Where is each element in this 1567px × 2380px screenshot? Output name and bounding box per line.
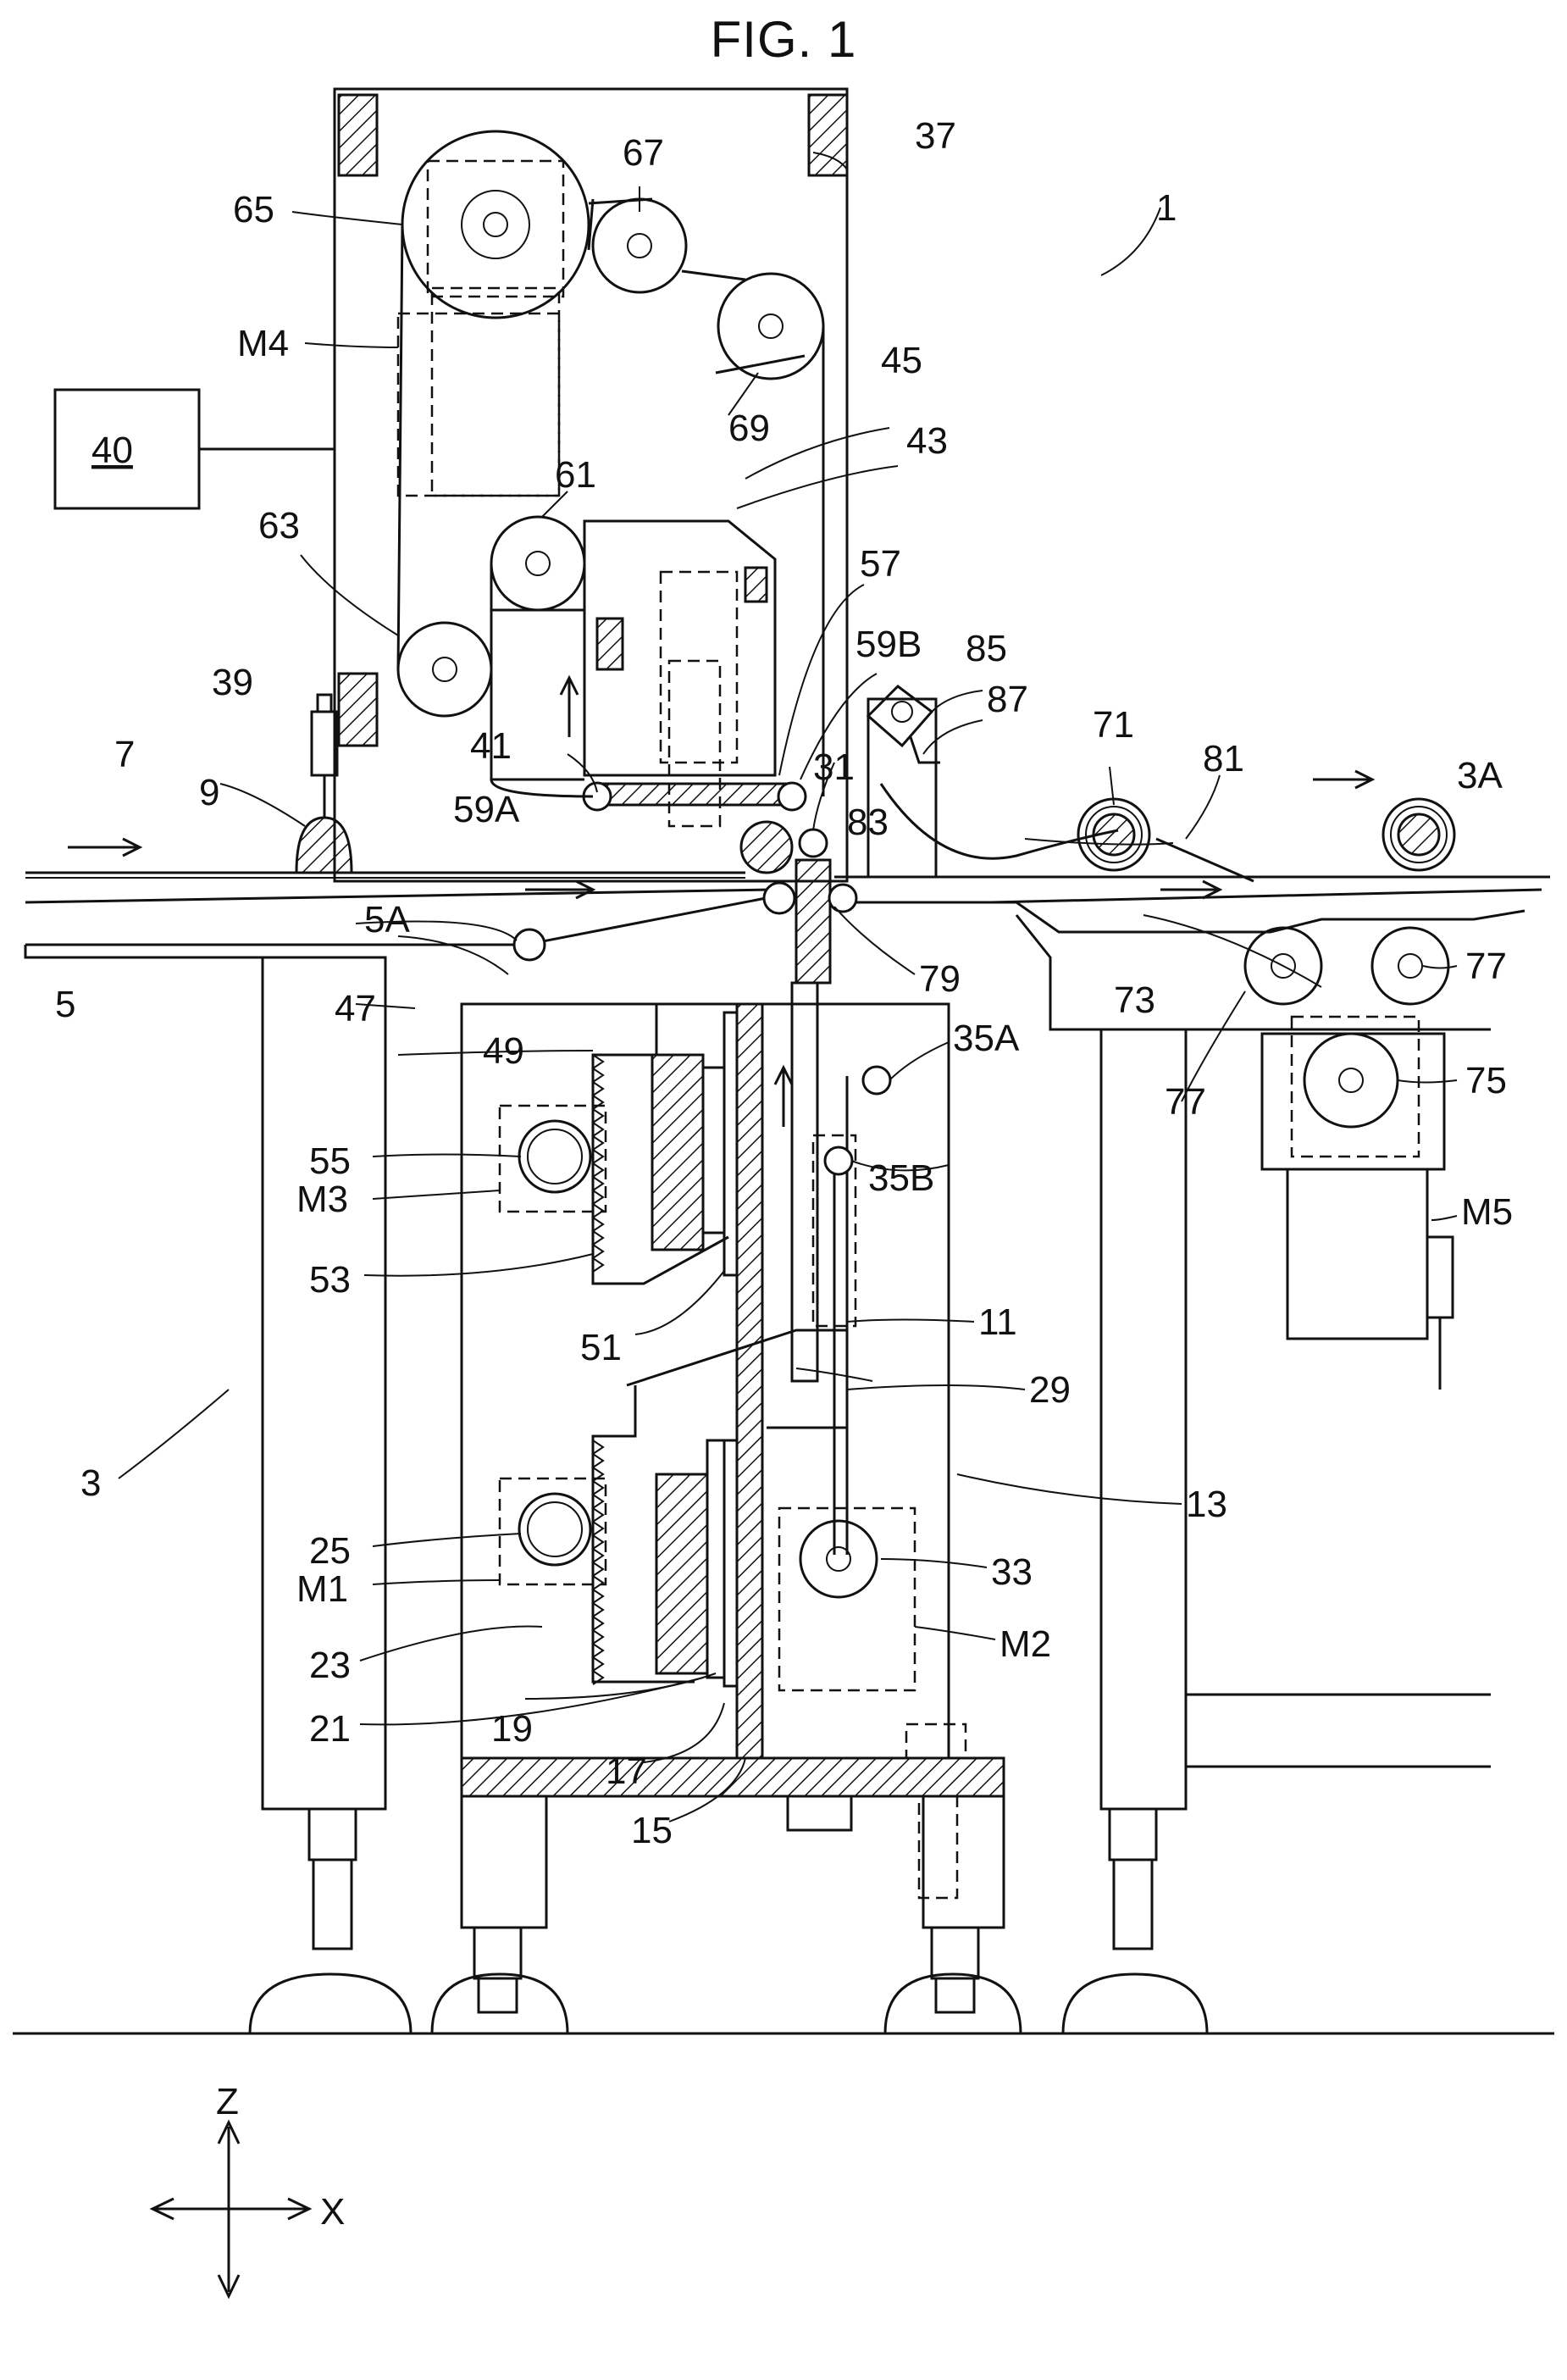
label-35a: 35A	[953, 1018, 1020, 1059]
label-41: 41	[470, 725, 512, 767]
label-15: 15	[631, 1810, 673, 1851]
label-81: 81	[1203, 738, 1244, 779]
label-67: 67	[623, 132, 664, 174]
label-71: 71	[1093, 704, 1134, 746]
label-m1: M1	[296, 1568, 348, 1610]
label-69: 69	[728, 408, 770, 449]
label-77a: 77	[1165, 1081, 1206, 1123]
label-m3: M3	[296, 1179, 348, 1220]
label-35b: 35B	[868, 1157, 934, 1199]
labels: 65 37 1 M4 67 69 45 43 61 40 63 57 59B 8…	[55, 115, 1513, 1851]
label-53: 53	[309, 1259, 351, 1301]
gear-55	[500, 1106, 606, 1212]
label-3a: 3A	[1457, 755, 1503, 796]
label-29: 29	[1029, 1369, 1071, 1411]
label-m5: M5	[1461, 1191, 1513, 1233]
label-57: 57	[860, 543, 901, 585]
feet	[250, 1809, 1207, 2033]
label-25: 25	[309, 1530, 351, 1572]
label-13: 13	[1186, 1484, 1227, 1525]
motor-m2	[779, 1508, 966, 1898]
axis-indicator: Z X	[152, 2081, 345, 2296]
label-7: 7	[114, 734, 135, 775]
label-83: 83	[847, 802, 889, 843]
label-33: 33	[991, 1551, 1033, 1593]
label-21: 21	[309, 1708, 351, 1750]
output-conveyor-73	[829, 877, 1550, 1029]
label-23: 23	[309, 1645, 351, 1686]
label-9: 9	[199, 772, 219, 813]
rack-23	[593, 1385, 724, 1684]
label-55: 55	[309, 1140, 351, 1182]
roller-63	[398, 623, 491, 716]
label-1: 1	[1156, 187, 1177, 229]
label-m4: M4	[237, 323, 289, 364]
label-43: 43	[906, 420, 948, 462]
film-7	[25, 873, 745, 878]
label-40: 40	[91, 430, 133, 471]
axis-z-label: Z	[216, 2081, 239, 2122]
label-3: 3	[80, 1462, 101, 1504]
label-47: 47	[335, 988, 376, 1029]
label-31: 31	[813, 746, 855, 788]
gear-25	[500, 1478, 606, 1584]
label-49: 49	[483, 1030, 524, 1072]
label-5: 5	[55, 984, 75, 1025]
roller-67	[593, 199, 686, 292]
guide-rail-15	[724, 983, 817, 1758]
label-73: 73	[1114, 979, 1155, 1021]
belt-11	[813, 1067, 890, 1555]
label-85: 85	[966, 628, 1007, 669]
label-17: 17	[606, 1750, 647, 1792]
roll-3A	[1383, 799, 1454, 870]
motor-m4-outline	[398, 313, 559, 496]
label-79: 79	[919, 958, 961, 1000]
rack-53	[593, 1004, 728, 1284]
label-m2: M2	[999, 1623, 1051, 1665]
roller-65	[402, 131, 589, 318]
label-11: 11	[978, 1301, 1017, 1343]
column-right	[1101, 1029, 1491, 1809]
label-39: 39	[212, 662, 253, 703]
label-51: 51	[580, 1327, 622, 1368]
roll-71	[1078, 799, 1149, 870]
label-5a: 5A	[364, 899, 410, 940]
axis-x-label: X	[320, 2191, 345, 2233]
lower-frame-13	[462, 1004, 1004, 1928]
label-87: 87	[987, 679, 1028, 720]
label-37: 37	[915, 115, 956, 157]
roller-61	[491, 517, 584, 610]
label-59b: 59B	[855, 624, 922, 665]
label-61: 61	[555, 454, 596, 496]
label-75: 75	[1465, 1060, 1507, 1101]
label-45: 45	[881, 340, 922, 381]
label-65: 65	[233, 189, 274, 230]
label-77b: 77	[1465, 946, 1507, 987]
label-63: 63	[258, 505, 300, 546]
rollers-77	[1245, 928, 1448, 1004]
press-plate-57	[491, 779, 806, 810]
motor-m4-body	[432, 288, 559, 496]
label-59a: 59A	[453, 789, 520, 830]
cutter-85	[868, 686, 940, 877]
label-19: 19	[491, 1708, 533, 1750]
motor-m5	[1262, 1017, 1453, 1390]
carriage-45	[491, 521, 775, 826]
